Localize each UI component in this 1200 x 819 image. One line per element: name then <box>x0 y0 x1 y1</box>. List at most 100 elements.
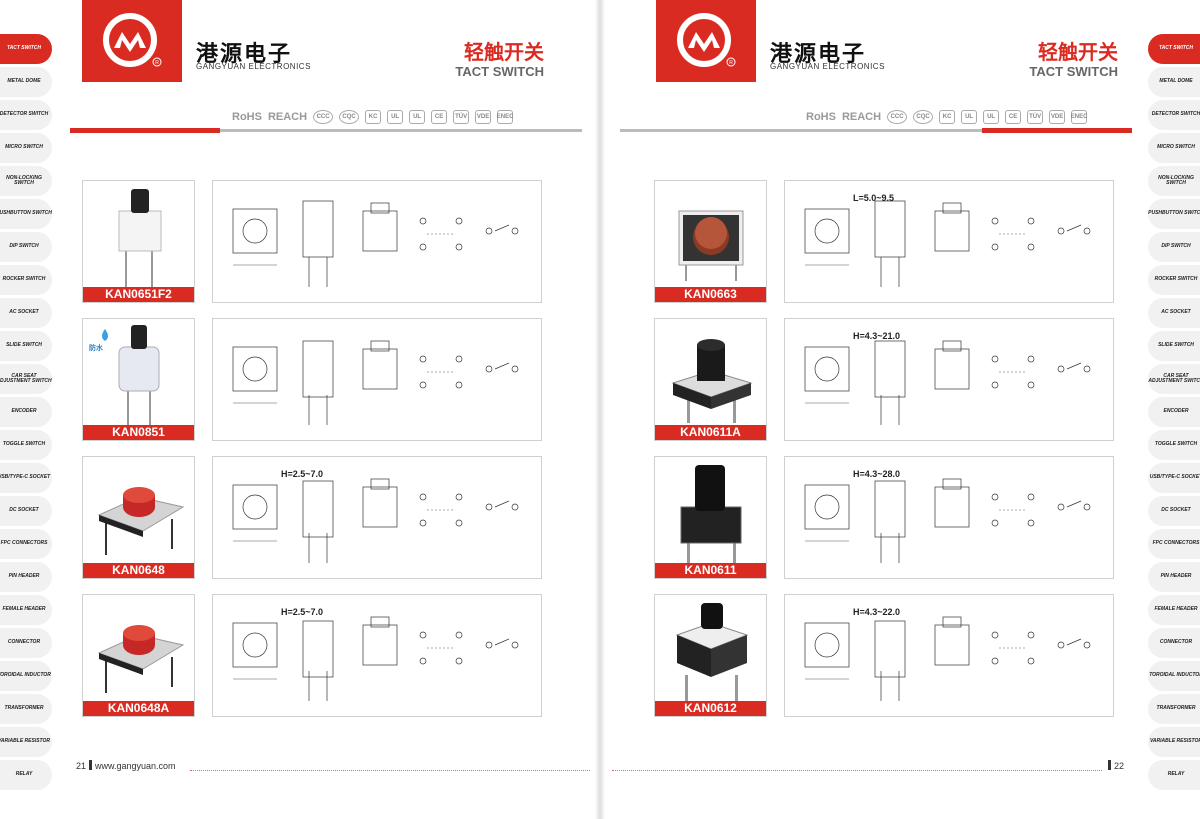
side-tab-label: METAL DOME <box>7 78 41 85</box>
model-label: KAN0611 <box>655 563 766 578</box>
cert-icon: CE <box>1005 110 1022 124</box>
footer-dotted-rule <box>190 770 590 771</box>
side-tab-label: FEMALE HEADER <box>1154 606 1198 613</box>
side-tab[interactable]: CAR SEAT ADJUSTMENT SWITCH <box>0 364 52 394</box>
dimension-drawing: H=4.3~28.0 <box>784 456 1114 579</box>
side-tab[interactable]: NON-LOCKING SWITCH <box>1148 166 1200 196</box>
product-photo: KAN0611 <box>654 456 767 579</box>
side-tab[interactable]: FEMALE HEADER <box>1148 595 1200 625</box>
side-tab-label: TRANSFORMER <box>1156 705 1196 712</box>
side-tab-label: DC SOCKET <box>1161 507 1191 514</box>
side-tab[interactable]: AC SOCKET <box>1148 298 1200 328</box>
side-tab-label: MICRO SWITCH <box>1157 144 1195 151</box>
side-tab-label: TACT SWITCH <box>6 45 42 52</box>
cert-icon: KC <box>939 110 956 124</box>
side-tab[interactable]: FEMALE HEADER <box>0 595 52 625</box>
side-tab[interactable]: ROCKER SWITCH <box>1148 265 1200 295</box>
side-tab[interactable]: RELAY <box>0 760 52 790</box>
side-tab[interactable]: DIP SWITCH <box>0 232 52 262</box>
side-tab-label: NON-LOCKING SWITCH <box>1158 174 1194 186</box>
side-tab[interactable]: PUSHBUTTON SWITCH <box>0 199 52 229</box>
header-rule <box>70 128 582 133</box>
side-tab[interactable]: SLIDE SWITCH <box>0 331 52 361</box>
side-tab[interactable]: PUSHBUTTON SWITCH <box>1148 199 1200 229</box>
switch-image <box>102 325 160 425</box>
side-tab[interactable]: ROCKER SWITCH <box>0 265 52 295</box>
side-tab[interactable]: FPC CONNECTORS <box>0 529 52 559</box>
side-tab[interactable]: TOROIDAL INDUCTOR <box>0 661 52 691</box>
side-tab[interactable]: METAL DOME <box>0 67 52 97</box>
side-tab[interactable]: DC SOCKET <box>0 496 52 526</box>
technical-drawing <box>232 340 519 425</box>
product-photo: KAN0611A <box>654 318 767 441</box>
side-tab-label: TOROIDAL INDUCTOR <box>0 672 51 679</box>
brand-name-cn: 港源电子 <box>770 42 867 67</box>
cert-icon: KC <box>365 110 382 124</box>
switch-image <box>97 625 185 693</box>
side-tab[interactable]: DIP SWITCH <box>1148 232 1200 262</box>
side-tab[interactable]: RELAY <box>1148 760 1200 790</box>
side-tab[interactable]: PIN HEADER <box>0 562 52 592</box>
side-tab[interactable]: METAL DOME <box>1148 67 1200 97</box>
switch-image <box>118 189 162 287</box>
side-tab[interactable]: TRANSFORMER <box>0 694 52 724</box>
website-link[interactable]: www.gangyuan.com <box>95 761 176 771</box>
logo: R <box>82 0 182 82</box>
side-tab[interactable]: TACT SWITCH <box>1148 34 1200 64</box>
model-label: KAN0612 <box>655 701 766 716</box>
technical-drawing <box>232 616 519 701</box>
side-tab[interactable]: DETECTOR SWITCH <box>0 100 52 130</box>
height-range-label: H=2.5~7.0 <box>281 469 324 479</box>
cert-icon: ENEC <box>1071 110 1087 124</box>
model-label: KAN0648 <box>83 563 194 578</box>
brand-name-en: GANGYUAN ELECTRONICS <box>196 62 311 71</box>
technical-drawing <box>804 200 1091 287</box>
side-tab[interactable]: SLIDE SWITCH <box>1148 331 1200 361</box>
technical-drawing <box>804 340 1091 425</box>
rohs-mark: RoHS <box>806 111 836 123</box>
side-tab[interactable]: FPC CONNECTORS <box>1148 529 1200 559</box>
side-tab[interactable]: AC SOCKET <box>0 298 52 328</box>
side-tab[interactable]: CONNECTOR <box>1148 628 1200 658</box>
dimension-drawing: L=5.0~9.5 <box>784 180 1114 303</box>
side-tab-label: ENCODER <box>1163 408 1189 415</box>
side-tab[interactable]: TOGGLE SWITCH <box>0 430 52 460</box>
side-tab[interactable]: VARIABLE RESISTOR <box>0 727 52 757</box>
side-tab-label: VARIABLE RESISTOR <box>1149 738 1200 745</box>
side-tab[interactable]: NON-LOCKING SWITCH <box>0 166 52 196</box>
side-tab[interactable]: CAR SEAT ADJUSTMENT SWITCH <box>1148 364 1200 394</box>
side-tab[interactable]: DC SOCKET <box>1148 496 1200 526</box>
footer-right: 22 <box>1108 760 1124 771</box>
side-tab[interactable]: VARIABLE RESISTOR <box>1148 727 1200 757</box>
side-tab[interactable]: TOROIDAL INDUCTOR <box>1148 661 1200 691</box>
side-tab[interactable]: ENCODER <box>1148 397 1200 427</box>
side-tab-label: CONNECTOR <box>7 639 41 646</box>
cert-icon: TÜV <box>453 110 470 124</box>
page-21: R 港源电子 GANGYUAN ELECTRONICS 轻触开关 TACT SW… <box>70 0 590 819</box>
footer-dotted-rule <box>612 770 1102 771</box>
side-tab-label: NON-LOCKING SWITCH <box>6 174 42 186</box>
side-tab[interactable]: MICRO SWITCH <box>0 133 52 163</box>
side-tab[interactable]: CONNECTOR <box>0 628 52 658</box>
side-tab[interactable]: USB/Type-C SOCKET <box>1148 463 1200 493</box>
side-tab[interactable]: TACT SWITCH <box>0 34 52 64</box>
side-tab-label: RELAY <box>1167 771 1185 778</box>
side-tab-label: SLIDE SWITCH <box>1158 342 1194 349</box>
side-tab-label: TOGGLE SWITCH <box>2 441 46 448</box>
side-tab-label: FPC CONNECTORS <box>0 540 48 547</box>
side-tab-label: ENCODER <box>11 408 37 415</box>
side-tab[interactable]: DETECTOR SWITCH <box>1148 100 1200 130</box>
side-tab[interactable]: PIN HEADER <box>1148 562 1200 592</box>
brand-name-cn: 港源电子 <box>196 42 293 67</box>
side-tab-label: AC SOCKET <box>1161 309 1191 316</box>
side-tab[interactable]: TRANSFORMER <box>1148 694 1200 724</box>
side-tab[interactable]: TOGGLE SWITCH <box>1148 430 1200 460</box>
side-tab[interactable]: MICRO SWITCH <box>1148 133 1200 163</box>
side-tab-label: METAL DOME <box>1159 78 1193 85</box>
side-tab[interactable]: USB/Type-C SOCKET <box>0 463 52 493</box>
side-tab-label: TOROIDAL INDUCTOR <box>1149 672 1200 679</box>
cert-icon: CCC <box>887 110 908 124</box>
switch-image <box>680 465 742 565</box>
side-tab[interactable]: ENCODER <box>0 397 52 427</box>
